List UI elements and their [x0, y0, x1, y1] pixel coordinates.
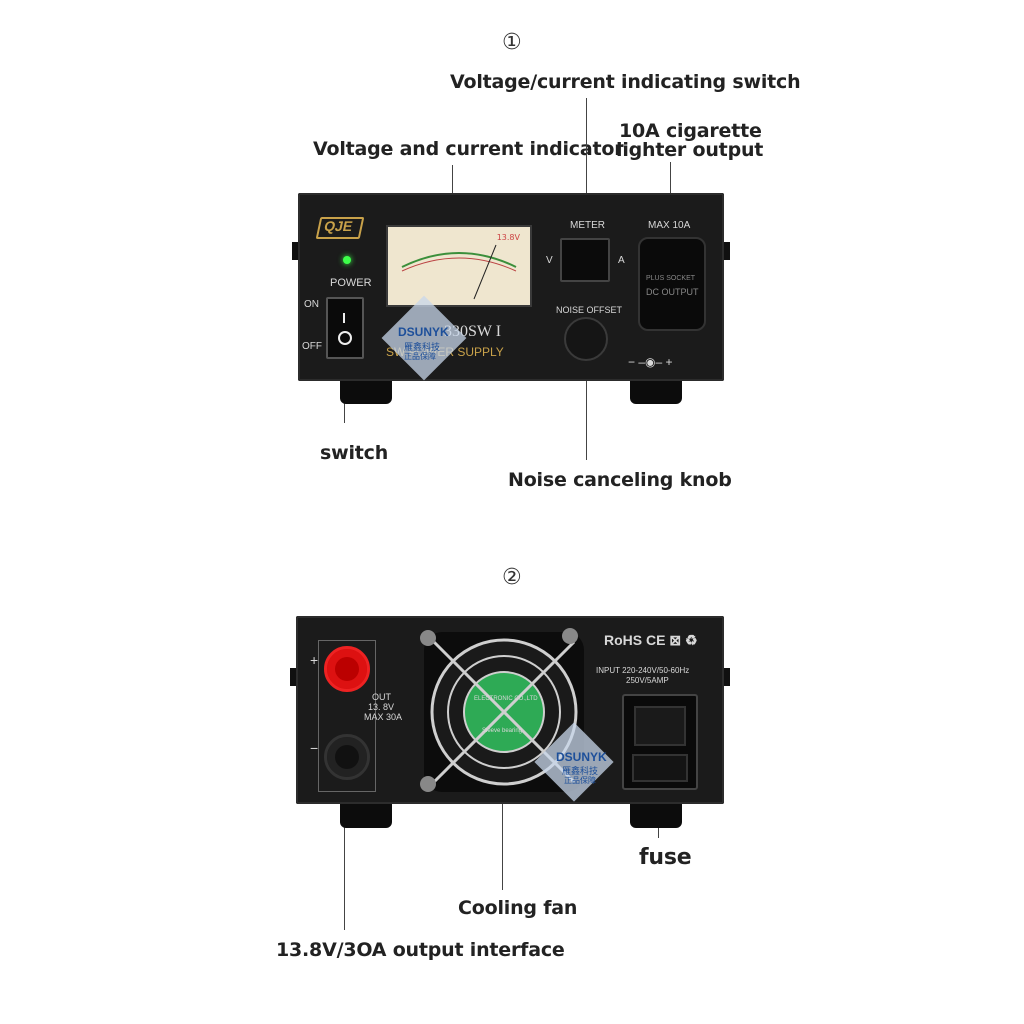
- power-led: [343, 256, 351, 264]
- foot-front-right: [630, 378, 682, 404]
- leader-cooling-fan: [502, 780, 503, 890]
- fan-sleeve-label: Sleeve bearing: [482, 728, 523, 734]
- on-label: ON: [304, 299, 319, 310]
- brand-logo: QJE: [315, 217, 365, 239]
- noise-offset-label: NOISE OFFSET: [556, 305, 623, 315]
- power-label: POWER: [330, 277, 372, 289]
- certification-marks: RoHS CE ⊠ ♻: [604, 632, 698, 648]
- meter-switch[interactable]: [560, 238, 610, 282]
- label-cooling-fan: Cooling fan: [458, 897, 578, 919]
- label-indicator: Voltage and current indicator: [313, 138, 624, 160]
- max-10a-label: MAX 10A: [648, 220, 691, 231]
- out-label: OUT: [372, 692, 391, 702]
- positive-terminal[interactable]: [324, 646, 370, 692]
- rear-sticker-cn1: 雁鑫科技: [562, 766, 599, 776]
- chassis-side-left: [292, 242, 300, 260]
- output-terminal-frame: [318, 640, 376, 792]
- out-max-label: MAX 30A: [364, 712, 403, 722]
- section-2-number: ②: [502, 565, 522, 590]
- leader-meter-switch: [586, 98, 587, 256]
- out-voltage-label: 13. 8V: [368, 702, 395, 712]
- ac-inlet-fuse[interactable]: [622, 694, 698, 790]
- sticker-cn2: 正品保障: [404, 352, 436, 361]
- negative-terminal[interactable]: [324, 734, 370, 780]
- minus-sign: −: [310, 740, 319, 756]
- rear-sticker-brand: DSUNYK: [556, 750, 607, 764]
- label-switch: switch: [320, 442, 389, 464]
- section-1-number: ①: [502, 30, 522, 55]
- screw-bottom-left: [420, 776, 436, 792]
- label-cigarette-line2: lighter output: [616, 139, 764, 161]
- power-switch[interactable]: [326, 297, 364, 359]
- fan-maker-label: ELECTRONIC CO.,LTD: [474, 696, 538, 702]
- front-panel: QJE POWER ON OFF 13.8V METER V A NOISE O…: [298, 193, 724, 381]
- cigarette-lighter-socket[interactable]: PLUS SOCKET DC OUTPUT: [638, 237, 706, 331]
- rear-sticker-cn2: 正品保障: [564, 776, 596, 785]
- foot-rear-left: [340, 802, 392, 828]
- meter-label: METER: [570, 220, 605, 231]
- v-label: V: [546, 255, 553, 266]
- foot-rear-right: [630, 802, 682, 828]
- rear-panel: + − OUT 13. 8V MAX 30A ELECTRONIC CO.,LT…: [296, 616, 724, 804]
- screw-top-right: [562, 628, 578, 644]
- leader-output: [344, 790, 345, 930]
- noise-offset-knob[interactable]: [564, 317, 608, 361]
- foot-front-left: [340, 378, 392, 404]
- rear-side-left: [290, 668, 298, 686]
- off-label: OFF: [302, 341, 322, 352]
- chassis-side-right: [722, 242, 730, 260]
- polarity-label: − –◉– +: [628, 355, 673, 369]
- screw-top-left: [420, 630, 436, 646]
- meter-reading: 13.8V: [496, 233, 520, 242]
- label-noise-knob: Noise canceling knob: [508, 469, 732, 491]
- label-fuse: fuse: [639, 845, 692, 870]
- voltage-current-meter: 13.8V: [386, 225, 532, 307]
- label-output-interface: 13.8V/3OA output interface: [276, 939, 565, 961]
- leader-noise-knob: [586, 352, 587, 460]
- plus-sign: +: [310, 652, 319, 668]
- label-meter-switch: Voltage/current indicating switch: [450, 71, 801, 93]
- a-label: A: [618, 255, 625, 266]
- input-rating-line1: INPUT 220-240V/50-60Hz: [596, 666, 690, 675]
- input-rating-line2: 250V/5AMP: [626, 676, 669, 685]
- rear-side-right: [722, 668, 730, 686]
- sticker-cn1: 雁鑫科技: [404, 342, 441, 352]
- sticker-brand: DSUNYK: [398, 325, 449, 339]
- label-cigarette-line1: 10A cigarette: [619, 120, 762, 142]
